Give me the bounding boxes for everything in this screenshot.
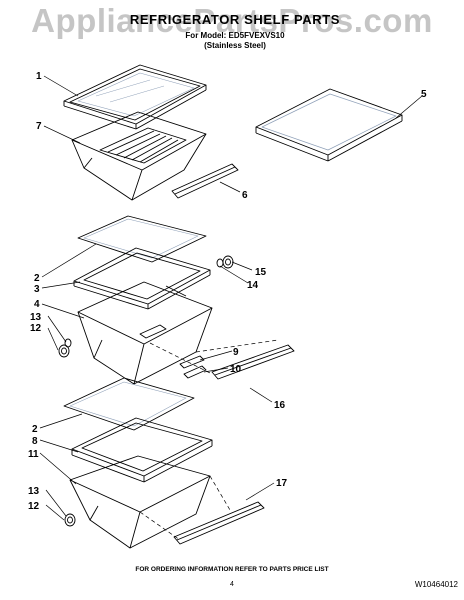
part-1-upper-shelf-frame [63, 64, 207, 130]
document-part-number: W10464012 [414, 580, 458, 589]
callout-9: 9 [233, 347, 239, 358]
part-2-upper-glass-panel [77, 215, 207, 263]
part-3-crisper-cover-frame [73, 247, 211, 310]
callout-12-upper: 12 [30, 323, 42, 334]
alignment-lines [139, 339, 279, 541]
callout-13-upper: 13 [30, 312, 42, 323]
callout-10: 10 [230, 364, 242, 375]
part-9-clip [179, 355, 205, 369]
part-17-cover-strip [173, 501, 265, 545]
callout-17: 17 [276, 478, 288, 489]
part-2-lower-glass-panel [63, 377, 195, 431]
callout-1: 1 [36, 71, 42, 82]
watermark-text: AppliancePartsPros.com [31, 2, 433, 39]
model-line: For Model: ED5FVEXVS10 [185, 31, 285, 40]
diagram-title: REFRIGERATOR SHELF PARTS [129, 12, 341, 27]
callout-16: 16 [274, 400, 286, 411]
page-number: 4 [230, 581, 234, 588]
callout-2-upper: 2 [34, 273, 40, 284]
variant-line: (Stainless Steel) [204, 41, 266, 50]
callout-6: 6 [242, 190, 248, 201]
part-8-lower-cover-frame [71, 417, 213, 483]
part-6-cover-strip [171, 163, 239, 199]
part-15-humidity-control-knob [216, 255, 234, 269]
ordering-note: FOR ORDERING INFORMATION REFER TO PARTS … [135, 566, 329, 573]
callout-13-lower: 13 [28, 486, 40, 497]
part-12-slide-lower [64, 513, 76, 527]
callout-5: 5 [421, 89, 427, 100]
part-16-cover-strip [211, 344, 295, 380]
part-4-lower-crisper-pan [77, 281, 213, 385]
leader-lines [39, 75, 423, 521]
callout-7: 7 [36, 121, 42, 132]
callout-12-lower: 12 [28, 501, 40, 512]
part-7-upper-crisper-pan [71, 111, 207, 201]
callout-4: 4 [34, 299, 40, 310]
callout-2-lower: 2 [32, 424, 38, 435]
part-10-clip [183, 365, 207, 379]
callout-15: 15 [255, 267, 267, 278]
callout-11: 11 [28, 449, 39, 460]
part-5-right-glass-shelf [255, 88, 403, 162]
callout-numbers: 1 7 5 6 2 3 4 13 12 15 14 9 10 16 2 8 11… [28, 71, 427, 512]
part-12-slide-upper [58, 338, 72, 358]
callout-8: 8 [32, 436, 38, 447]
callout-3: 3 [34, 284, 40, 295]
callout-14: 14 [247, 280, 259, 291]
